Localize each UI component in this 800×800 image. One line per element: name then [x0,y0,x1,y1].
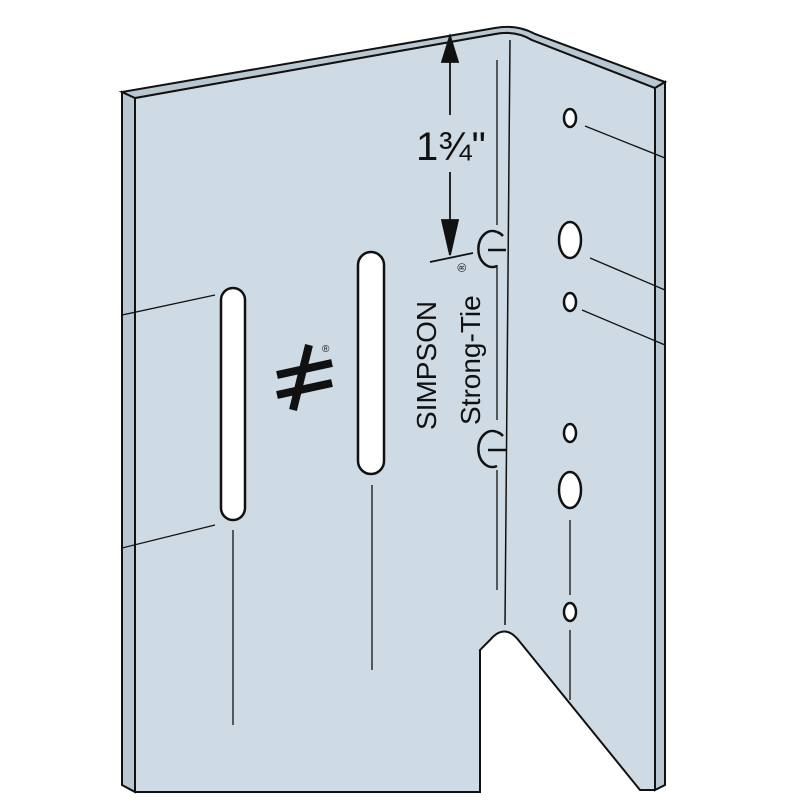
brand-registered: ® [455,263,469,272]
dimension-label: 1¾" [416,125,486,169]
flange-holes [557,107,583,623]
logo-registered: ® [322,344,330,355]
bend-line [504,39,511,626]
knockouts [477,229,506,469]
front-face [134,31,656,793]
brand-line2: Strong-Tie [455,295,486,425]
center-lines [121,60,666,725]
simpson-logo-icon [276,344,333,411]
slot-middle [356,250,386,476]
dimension-arrow [429,32,474,263]
slot-left [219,286,247,522]
right-edge [654,80,666,792]
left-edge [121,90,136,794]
brand-line1: SIMPSON [411,301,442,430]
